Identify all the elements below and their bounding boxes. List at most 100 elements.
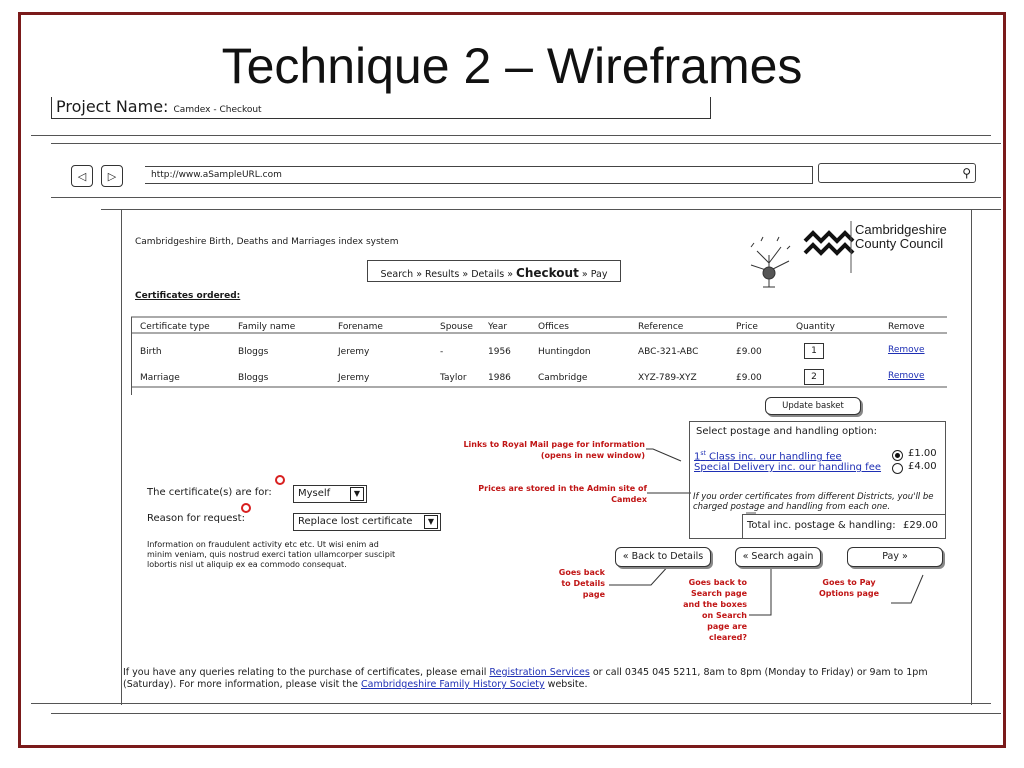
breadcrumb-sep: » (462, 269, 469, 280)
chrome-top-line (31, 135, 991, 136)
first-class-radio[interactable] (892, 450, 903, 461)
remove-link[interactable]: Remove (888, 371, 925, 381)
browser-search-input[interactable]: ⚲ (818, 163, 976, 183)
footer-text-1: If you have any queries relating to the … (123, 667, 490, 678)
footer-text-2: or call 0345 045 5211, 8am to 8pm (Monda… (123, 667, 928, 690)
footer-line-2 (51, 713, 1001, 714)
table-cell: Cambridge (538, 373, 588, 383)
project-name-value: Camdex - Checkout (173, 105, 262, 115)
footer-text: If you have any queries relating to the … (123, 667, 969, 691)
certificates-table: Certificate type Family name Forename Sp… (131, 317, 947, 395)
dropdown-arrow-icon[interactable]: ▼ (424, 515, 438, 529)
magnifier-icon[interactable]: ⚲ (962, 166, 971, 180)
postage-note: If you order certificates from different… (693, 492, 934, 512)
special-delivery-price: £4.00 (908, 461, 937, 472)
content-left-line (121, 209, 122, 705)
family-history-society-link[interactable]: Cambridgeshire Family History Society (360, 679, 545, 690)
table-cell: Marriage (140, 373, 180, 383)
table-cell: XYZ-789-XYZ (638, 373, 697, 383)
first-class-sup: st (700, 450, 706, 457)
tree-logo-icon (750, 236, 791, 288)
forward-arrow-icon[interactable]: ▷ (101, 165, 123, 187)
special-delivery-link[interactable]: Special Delivery inc. our handling fee (694, 462, 882, 473)
reason-dropdown[interactable]: Replace lost certificate ▼ (293, 513, 441, 531)
table-cell: £9.00 (736, 347, 762, 357)
council-logo-icon (803, 230, 855, 256)
first-class-price: £1.00 (908, 448, 937, 459)
quantity-input[interactable]: 2 (804, 369, 824, 385)
fraud-info-text: Information on fraudulent activity etc e… (147, 540, 396, 569)
first-class-number: 1 (694, 451, 701, 463)
table-cell: ABC-321-ABC (638, 347, 699, 357)
cert-for-value: Myself (298, 488, 331, 499)
chrome-bottom-line (51, 197, 1001, 198)
table-cell: 1986 (488, 373, 511, 383)
pay-annotation: Goes to Pay Options page (818, 578, 880, 598)
project-name-bar: Project Name: Camdex - Checkout (51, 97, 711, 119)
required-marker-icon (241, 503, 251, 513)
table-cell: Huntingdon (538, 347, 591, 357)
reason-label: Reason for request: (147, 513, 245, 524)
table-cell: Bloggs (238, 373, 269, 383)
table-cell: Jeremy (338, 347, 370, 357)
total-value: £29.00 (903, 520, 938, 531)
required-marker-icon (275, 475, 285, 485)
table-cell: Jeremy (338, 373, 370, 383)
back-annotation: Goes back to Details page (558, 568, 605, 599)
certificates-heading: Certificates ordered: (135, 291, 241, 301)
table-header: Spouse (440, 322, 473, 332)
slide-frame: Technique 2 – Wireframes Project Name: C… (18, 12, 1006, 748)
address-bar[interactable]: http://www.aSampleURL.com (145, 166, 813, 184)
quantity-input[interactable]: 1 (804, 343, 824, 359)
footer-text-3: website. (544, 679, 588, 690)
back-arrow-icon[interactable]: ◁ (71, 165, 93, 187)
reason-value: Replace lost certificate (298, 516, 413, 527)
table-header: Year (488, 322, 508, 332)
table-cell: Taylor (440, 373, 467, 383)
system-title: Cambridgeshire Birth, Deaths and Marriag… (135, 237, 399, 247)
search-annotation: Goes back to Search page and the boxes o… (683, 578, 747, 642)
annotation-lines (131, 221, 947, 616)
table-header: Certificate type (140, 322, 210, 332)
table-header: Reference (638, 322, 684, 332)
breadcrumb: Search » Results » Details » Checkout » … (367, 260, 621, 282)
breadcrumb-checkout: Checkout (516, 266, 579, 280)
table-cell: £9.00 (736, 373, 762, 383)
content-top-line (101, 209, 1001, 210)
special-delivery-radio[interactable] (892, 463, 903, 474)
slide-title: Technique 2 – Wireframes (221, 38, 803, 94)
search-again-button[interactable]: « Search again (735, 547, 821, 567)
breadcrumb-results[interactable]: Results (425, 269, 460, 280)
back-to-details-button[interactable]: « Back to Details (615, 547, 711, 567)
pay-button[interactable]: Pay » (847, 547, 943, 567)
breadcrumb-sep: » (416, 269, 423, 280)
postage-heading: Select postage and handling option: (696, 426, 877, 437)
table-header: Offices (538, 322, 569, 332)
breadcrumb-sep: » (507, 269, 514, 280)
table-header: Remove (888, 322, 925, 332)
remove-link[interactable]: Remove (888, 345, 925, 355)
table-header: Forename (338, 322, 383, 332)
table-header: Quantity (796, 322, 835, 332)
table-header: Price (736, 322, 758, 332)
breadcrumb-search[interactable]: Search (380, 269, 414, 280)
council-name-line1: Cambridgeshire (855, 222, 947, 237)
update-basket-button[interactable]: Update basket (765, 397, 861, 415)
content-right-line (971, 209, 972, 705)
chrome-top-line-2 (51, 143, 1001, 144)
table-header: Family name (238, 322, 296, 332)
prices-annotation: Prices are stored in the Admin site of C… (478, 484, 647, 504)
links-annotation: Links to Royal Mail page for information… (463, 440, 645, 460)
project-name-label: Project Name: (56, 97, 169, 116)
breadcrumb-pay[interactable]: Pay (590, 269, 608, 280)
postage-options-panel: Select postage and handling option: 1st … (689, 421, 946, 539)
cert-for-dropdown[interactable]: Myself ▼ (293, 485, 367, 503)
dropdown-arrow-icon[interactable]: ▼ (350, 487, 364, 501)
breadcrumb-sep: » (581, 269, 588, 280)
total-box: Total inc. postage & handling: £29.00 (742, 514, 946, 538)
registration-services-link[interactable]: Registration Services (489, 667, 590, 678)
total-label: Total inc. postage & handling: (747, 520, 896, 531)
breadcrumb-details[interactable]: Details (471, 269, 505, 280)
first-class-link[interactable]: 1st Class inc. our handling fee (694, 450, 842, 462)
council-name-line2: County Council (855, 236, 944, 251)
